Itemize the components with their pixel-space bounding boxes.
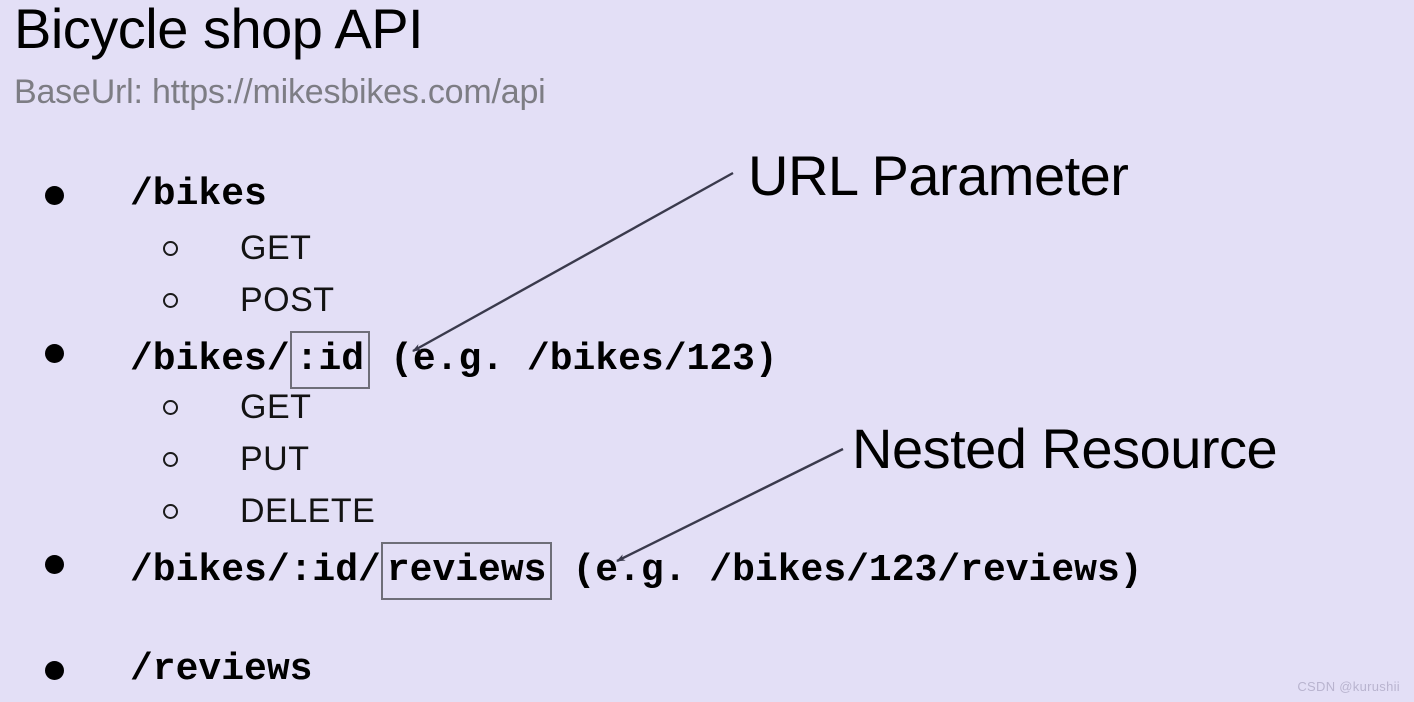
- endpoint-reviews[interactable]: /reviews: [130, 648, 312, 692]
- endpoint-bikes[interactable]: /bikes: [130, 173, 267, 217]
- endpoint-example-text: (e.g. /bikes/123/reviews): [572, 549, 1143, 592]
- endpoint-bikes-id-reviews[interactable]: /bikes/:id/reviews (e.g. /bikes/123/revie…: [130, 542, 1143, 600]
- endpoint-bikes-id[interactable]: /bikes/:id (e.g. /bikes/123): [130, 331, 778, 389]
- bullet-icon: [45, 661, 64, 680]
- method-post-bikes[interactable]: POST: [240, 281, 335, 319]
- endpoint-path-prefix: /bikes/: [130, 338, 290, 381]
- sub-bullet-icon: [163, 400, 178, 415]
- watermark: CSDN @kurushii: [1297, 679, 1400, 694]
- method-get-bikes[interactable]: GET: [240, 229, 312, 267]
- bullet-icon: [45, 186, 64, 205]
- method-delete-bikes-id[interactable]: DELETE: [240, 492, 376, 530]
- endpoint-path-text: /reviews: [130, 648, 313, 691]
- annotation-nested-resource: Nested Resource: [852, 417, 1278, 480]
- endpoint-path-text: /bikes: [130, 173, 267, 216]
- annotation-url-parameter: URL Parameter: [748, 144, 1129, 207]
- bullet-icon: [45, 344, 64, 363]
- endpoint-path-prefix: /bikes/:id/: [130, 549, 381, 592]
- endpoint-example-text: (e.g. /bikes/123): [390, 338, 778, 381]
- sub-bullet-icon: [163, 293, 178, 308]
- base-url-subtitle: BaseUrl: https://mikesbikes.com/api: [14, 73, 546, 111]
- url-parameter-token-box[interactable]: :id: [289, 331, 371, 389]
- sub-bullet-icon: [163, 504, 178, 519]
- sub-bullet-icon: [163, 452, 178, 467]
- page-title: Bicycle shop API: [14, 0, 424, 60]
- sub-bullet-icon: [163, 241, 178, 256]
- method-get-bikes-id[interactable]: GET: [240, 388, 312, 426]
- nested-resource-token-box[interactable]: reviews: [380, 542, 553, 600]
- bullet-icon: [45, 555, 64, 574]
- method-put-bikes-id[interactable]: PUT: [240, 440, 310, 478]
